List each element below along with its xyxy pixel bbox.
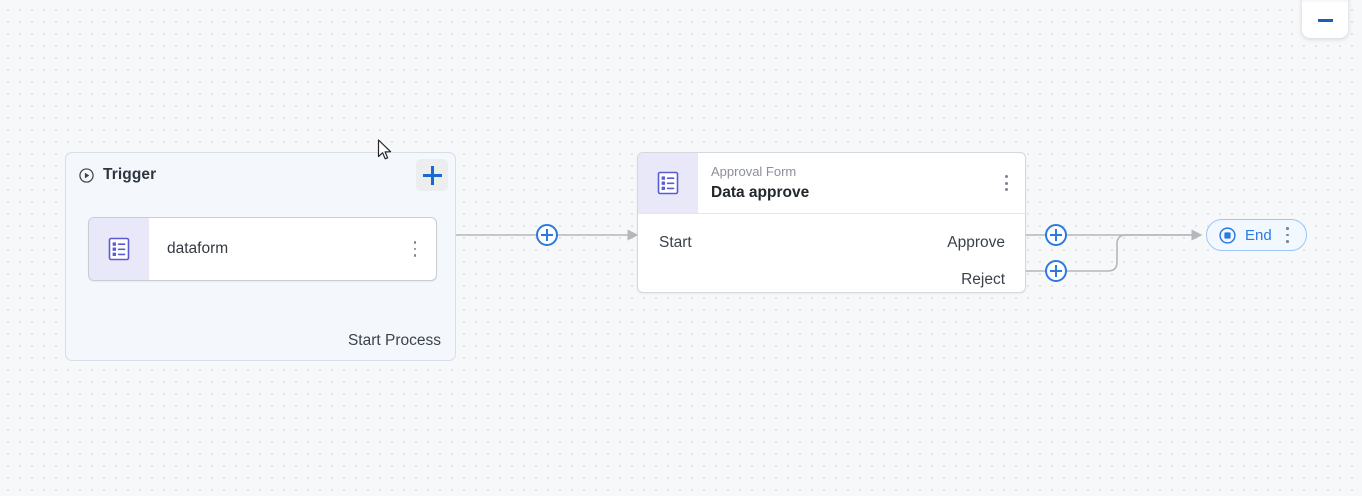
port-reject-label[interactable]: Reject bbox=[961, 271, 1005, 288]
trigger-header: Trigger bbox=[66, 153, 457, 197]
dataform-body: dataform bbox=[149, 218, 436, 280]
approval-head-text: Approval Form Data approve bbox=[698, 153, 999, 213]
approval-ports: Start Approve Reject bbox=[638, 214, 1025, 292]
approval-subtitle: Approval Form bbox=[711, 163, 797, 179]
zoom-out-button[interactable] bbox=[1302, 2, 1348, 38]
form-list-icon bbox=[108, 237, 130, 261]
approval-title: Data approve bbox=[711, 183, 810, 201]
trigger-title: Trigger bbox=[103, 166, 157, 183]
plus-icon bbox=[422, 165, 442, 185]
play-circle-icon bbox=[79, 167, 94, 183]
port-approve-label[interactable]: Approve bbox=[947, 234, 1005, 251]
add-node-after-trigger-button[interactable] bbox=[536, 224, 558, 246]
dataform-icon-panel bbox=[89, 218, 149, 280]
zoom-level-display[interactable]: 100% bbox=[1302, 0, 1348, 2]
zoom-controls-panel[interactable]: 100% bbox=[1302, 0, 1348, 38]
start-process-label: Start Process bbox=[347, 332, 441, 349]
dataform-more-vertical-icon[interactable] bbox=[408, 240, 422, 258]
trigger-group[interactable]: Trigger dataform bbox=[65, 152, 456, 361]
node-approval-form[interactable]: Approval Form Data approve Start Approve… bbox=[637, 152, 1026, 293]
plus-icon bbox=[1050, 229, 1062, 241]
approval-icon-panel bbox=[638, 153, 698, 213]
approval-more-vertical-icon[interactable] bbox=[999, 174, 1013, 192]
approval-header: Approval Form Data approve bbox=[638, 153, 1025, 214]
trigger-add-button[interactable] bbox=[416, 159, 448, 191]
add-node-after-approve-button[interactable] bbox=[1045, 224, 1067, 246]
end-more-vertical-icon[interactable] bbox=[1281, 226, 1295, 244]
node-dataform[interactable]: dataform bbox=[88, 217, 437, 281]
add-node-after-reject-button[interactable] bbox=[1045, 260, 1067, 282]
plus-icon bbox=[541, 229, 553, 241]
port-start-label[interactable]: Start bbox=[659, 234, 692, 251]
minus-icon bbox=[1317, 18, 1333, 22]
form-list-icon bbox=[657, 171, 679, 195]
node-end[interactable]: End bbox=[1206, 219, 1307, 251]
plus-icon bbox=[1050, 265, 1062, 277]
stop-circle-icon bbox=[1219, 226, 1236, 244]
end-label: End bbox=[1245, 226, 1272, 244]
dataform-label: dataform bbox=[167, 240, 229, 257]
trigger-title-wrap: Trigger bbox=[79, 166, 416, 184]
approval-head-menu bbox=[999, 153, 1025, 213]
